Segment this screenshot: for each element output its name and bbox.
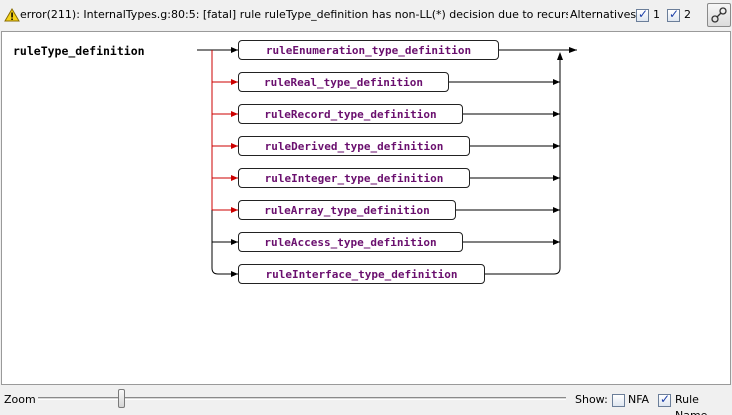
rule-reference-node[interactable]: ruleArray_type_definition — [238, 200, 456, 220]
branch-out-arrow — [553, 239, 560, 245]
branch-in-arrow — [231, 143, 238, 149]
alternative-1-checkbox[interactable] — [636, 7, 649, 22]
bottom-bar: Zoom Show: NFA Rule Name — [0, 386, 732, 415]
branch-out-arrow — [553, 175, 560, 181]
alternative-2-label: 2 — [684, 8, 691, 21]
rule-reference-node[interactable]: ruleReal_type_definition — [238, 72, 449, 92]
nfa-checkbox[interactable] — [612, 394, 625, 407]
branch-in-line — [211, 267, 238, 275]
warning-icon — [4, 8, 20, 22]
syntax-diagram — [197, 47, 577, 277]
branch-in-arrow — [231, 207, 238, 213]
branch-in-arrow — [231, 271, 238, 277]
zoom-slider-track[interactable] — [38, 397, 566, 400]
diagram-canvas: ruleType_definition ruleEnumeration_type… — [1, 31, 731, 385]
error-message: error(211): InternalTypes.g:80:5: [fatal… — [20, 8, 568, 21]
branch-in-arrow — [231, 47, 238, 53]
branch-in-arrow — [231, 239, 238, 245]
graph-layout-icon — [711, 7, 727, 23]
branch-in-arrow — [231, 175, 238, 181]
alternatives-label: Alternatives: — [570, 8, 640, 21]
layout-button[interactable] — [707, 3, 731, 27]
toolbar: error(211): InternalTypes.g:80:5: [fatal… — [0, 0, 732, 30]
branch-out-arrow — [553, 79, 560, 85]
alternative-1-label: 1 — [653, 8, 660, 21]
nfa-label: NFA — [628, 393, 650, 406]
rule-reference-node[interactable]: ruleInteger_type_definition — [238, 168, 470, 188]
join-up-arrow — [557, 52, 563, 60]
rule-reference-node[interactable]: ruleInterface_type_definition — [238, 264, 485, 284]
exit-arrow — [569, 47, 577, 53]
rule-name-checkbox[interactable] — [658, 392, 671, 407]
show-label: Show: — [575, 393, 608, 406]
rule-reference-node[interactable]: ruleRecord_type_definition — [238, 104, 463, 124]
rule-name-label: ruleType_definition — [13, 44, 145, 58]
rule-name-checkbox-label: Rule Name — [675, 393, 707, 415]
branch-in-arrow — [231, 79, 238, 85]
rule-reference-node[interactable]: ruleAccess_type_definition — [238, 232, 463, 252]
branch-in-arrow — [231, 111, 238, 117]
rule-reference-node[interactable]: ruleEnumeration_type_definition — [238, 40, 499, 60]
branch-out-arrow — [553, 143, 560, 149]
rule-reference-node[interactable]: ruleDerived_type_definition — [238, 136, 470, 156]
zoom-slider-thumb[interactable] — [118, 389, 126, 408]
branch-out-arrow — [553, 111, 560, 117]
alternative-2-checkbox[interactable] — [667, 7, 680, 22]
branch-out-line — [485, 267, 561, 275]
branch-out-arrow — [553, 207, 560, 213]
zoom-label: Zoom — [4, 393, 36, 406]
